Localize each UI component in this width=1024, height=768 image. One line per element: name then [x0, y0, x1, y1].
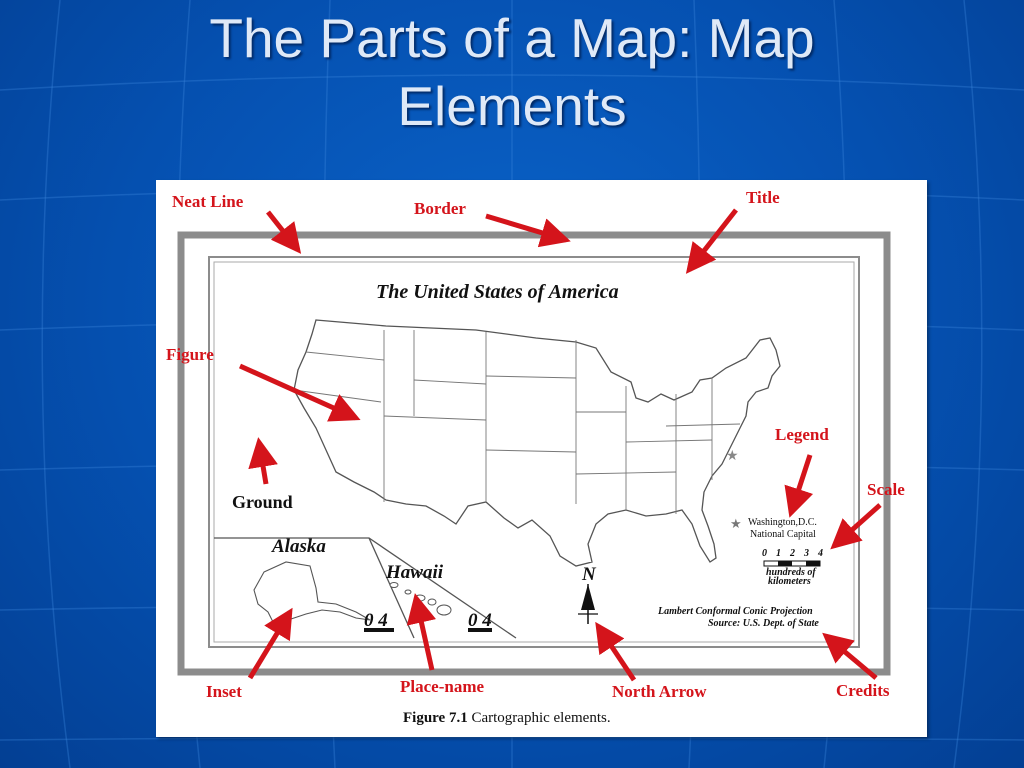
arrow-credits	[822, 632, 878, 680]
alaska-scale-bar	[364, 628, 394, 632]
arrow-neat-line	[266, 210, 302, 254]
arrow-border	[485, 213, 571, 248]
legend-star-icon: ★	[730, 516, 742, 531]
arrow-scale	[830, 503, 882, 550]
annotation-neat-line: Neat Line	[172, 192, 244, 211]
annotation-place-name: Place-name	[400, 677, 484, 696]
slide-title-line2: Elements	[397, 75, 627, 137]
dc-star-icon: ★	[726, 447, 739, 463]
arrow-figure	[238, 363, 361, 422]
arrow-place-name	[406, 593, 437, 671]
credits-line1: Lambert Conformal Conic Projection	[657, 606, 813, 617]
annotation-border: Border	[414, 199, 466, 218]
inset-divider-hawaii	[368, 537, 415, 639]
caption-text: Cartographic elements.	[468, 710, 611, 726]
annotation-legend: Legend	[775, 425, 829, 444]
annotation-credits: Credits	[836, 681, 890, 700]
figure-panel: The United States of America ★	[156, 180, 927, 737]
legend-line2: National Capital	[750, 529, 816, 540]
scale-tick-3: 3	[803, 548, 809, 559]
arrow-north-arrow	[595, 621, 637, 682]
ground-label: Ground	[232, 492, 293, 512]
annotation-scale: Scale	[867, 480, 905, 499]
north-arrow-label: N	[581, 564, 597, 585]
scale-tick-4: 4	[817, 548, 823, 559]
credits-line2: Source: U.S. Dept. of State	[708, 618, 819, 629]
arrow-title	[685, 208, 738, 274]
annotation-arrows	[238, 208, 882, 682]
slide-title-line1: The Parts of a Map: Map	[209, 7, 815, 69]
map-title: The United States of America	[376, 281, 619, 303]
map-neat-line	[208, 256, 860, 648]
scale-tick-0: 0	[762, 548, 767, 559]
annotation-figure: Figure	[166, 345, 214, 364]
map-neat-line-inner	[213, 261, 855, 643]
annotation-title: Title	[746, 188, 780, 207]
usa-outline	[293, 319, 781, 567]
map-figure: The United States of America ★	[166, 188, 905, 726]
arrow-inset	[247, 607, 293, 680]
alaska-shape	[253, 561, 371, 625]
scale-unit-line2: kilometers	[768, 576, 811, 587]
hawaii-scale-bar	[468, 628, 492, 632]
annotation-north-arrow: North Arrow	[612, 682, 707, 701]
slide-title: The Parts of a Map: Map Elements	[0, 4, 1024, 140]
arrow-legend	[784, 454, 814, 518]
map-border	[177, 231, 891, 676]
annotation-inset: Inset	[206, 682, 242, 701]
scale-tick-2: 2	[789, 548, 795, 559]
alaska-scale-text: 0 4	[364, 610, 388, 631]
hawaii-label: Hawaii	[385, 562, 444, 583]
north-arrow-icon: N	[578, 564, 598, 624]
alaska-label: Alaska	[271, 536, 326, 557]
scale-tick-1: 1	[776, 548, 781, 559]
legend-line1: Washington,D.C.	[748, 517, 817, 528]
scale-bar: 0 1 2 3 4 hundreds of kilometers	[762, 548, 823, 587]
scale-unit-line1: hundreds of	[766, 567, 817, 578]
hawaii-scale-text: 0 4	[468, 610, 492, 631]
figure-caption: Figure 7.1 Cartographic elements.	[403, 710, 611, 726]
caption-bold: Figure 7.1	[403, 710, 468, 726]
arrow-ground	[248, 437, 278, 485]
